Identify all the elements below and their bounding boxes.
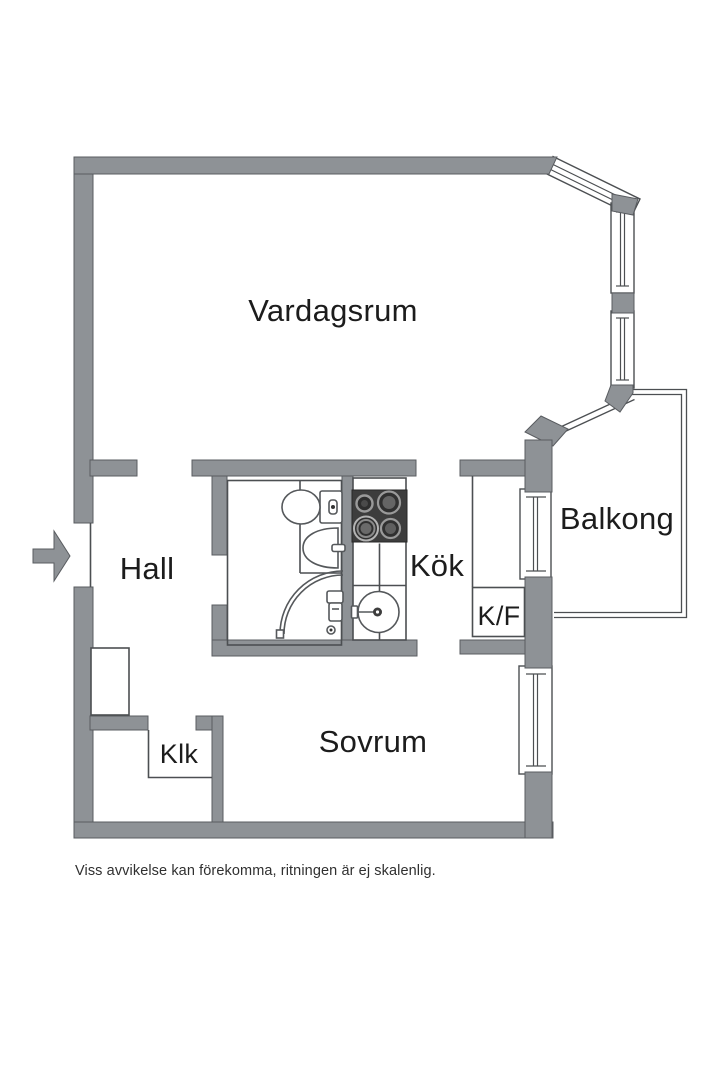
room-label-fridge-freezer: K/F (478, 601, 521, 631)
entrance-arrow-icon (32, 529, 71, 583)
shower-door-arc-icon (275, 570, 344, 639)
bay-window-upper-icon (610, 202, 635, 294)
room-label-balcony: Balkong (560, 501, 674, 536)
outer-walls (73, 156, 639, 839)
bedroom-window-icon (518, 665, 553, 775)
water-heater-icon (326, 590, 344, 622)
room-label-kitchen: Kök (410, 548, 465, 583)
bathroom-sink-icon (302, 527, 346, 569)
disclaimer-text: Viss avvikelse kan förekomma, ritningen … (75, 863, 436, 879)
room-label-closet: Klk (160, 739, 199, 769)
bay-window-lower-icon (610, 310, 635, 389)
room-label-bedroom: Sovrum (319, 724, 428, 759)
closet-boundary (147, 730, 212, 779)
room-labels: Vardagsrum Hall Kök Balkong K/F Klk Sovr… (120, 293, 674, 769)
stove-icon (351, 489, 408, 543)
room-label-living-room: Vardagsrum (248, 293, 418, 328)
toilet-icon (281, 489, 343, 525)
fridge-freezer-box (471, 586, 526, 638)
room-label-hall: Hall (120, 551, 175, 586)
kitchen-sink-icon (350, 590, 400, 634)
floor-drain-icon (326, 625, 336, 635)
balcony-door-icon (519, 488, 552, 580)
hall-wardrobe (90, 647, 130, 716)
